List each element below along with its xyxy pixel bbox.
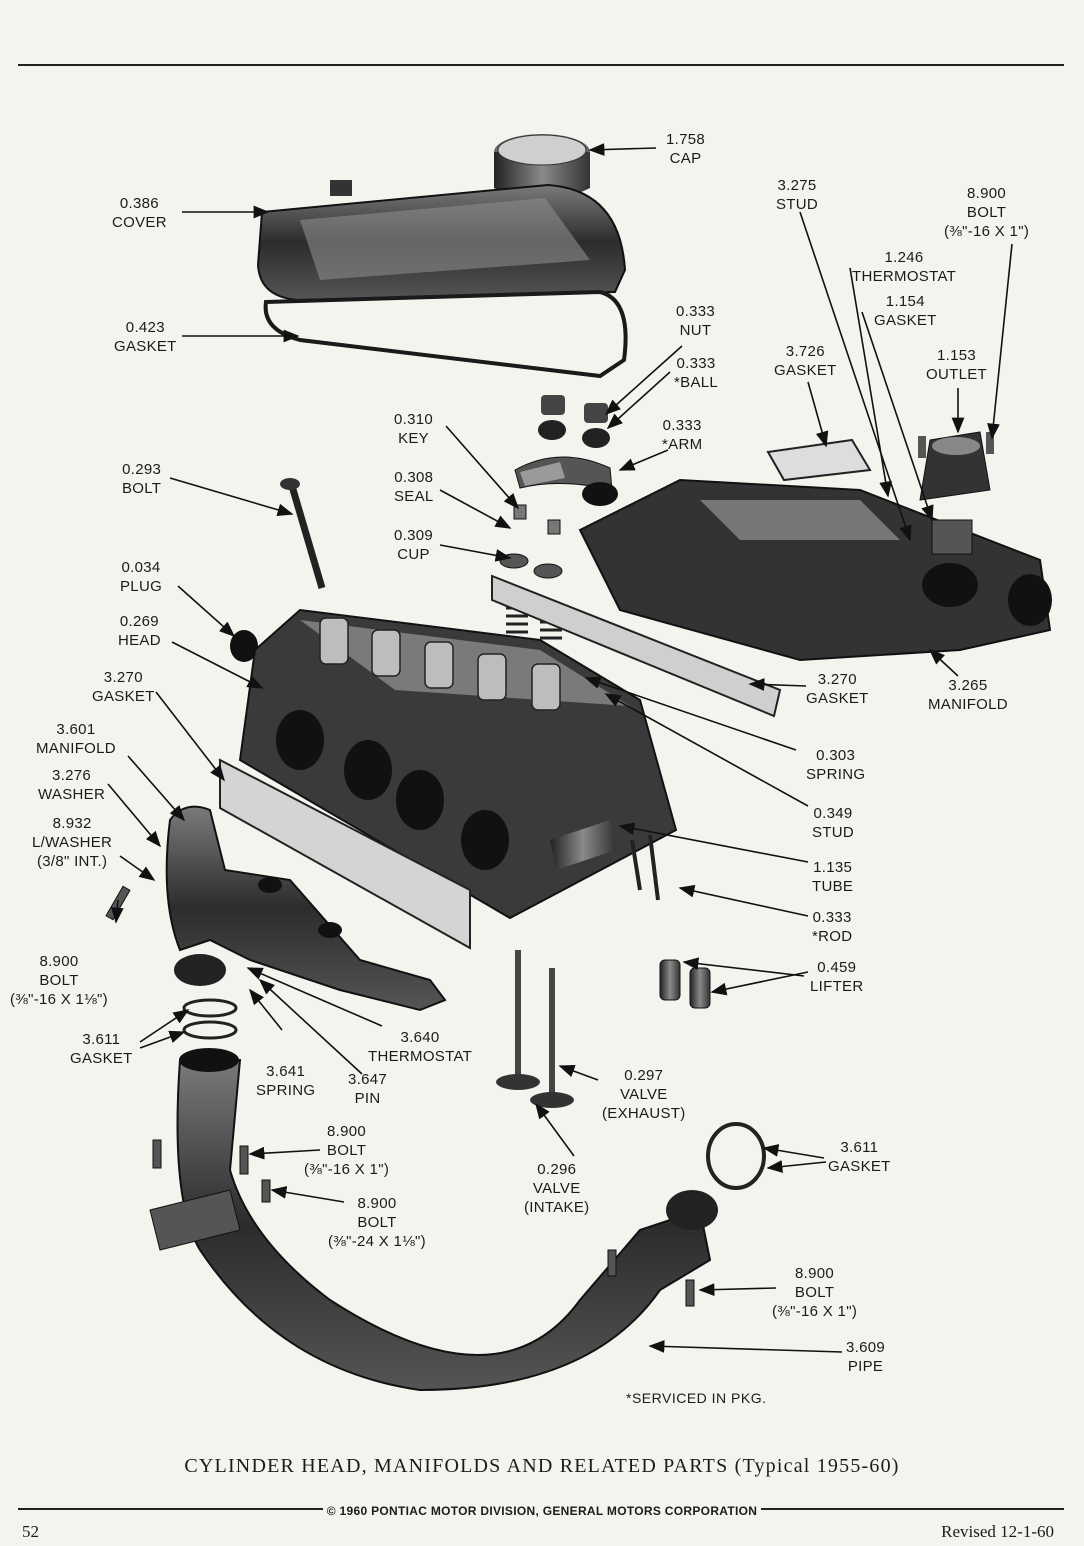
cylinder-head-part xyxy=(238,608,678,920)
head-gasket-left-part xyxy=(219,758,471,950)
ring-gaskets-left xyxy=(182,998,238,1040)
copyright-text: © 1960 PONTIAC MOTOR DIVISION, GENERAL M… xyxy=(322,1504,762,1518)
top-rule xyxy=(18,64,1064,66)
cover-gasket-part xyxy=(263,289,628,379)
copyright-notice: © 1960 PONTIAC MOTOR DIVISION, GENERAL M… xyxy=(0,1500,1084,1519)
head-gasket-right-part xyxy=(491,574,782,718)
thermostat-outlet-part xyxy=(918,431,994,501)
diagram-caption: CYLINDER HEAD, MANIFOLDS AND RELATED PAR… xyxy=(184,1455,900,1477)
valves-part xyxy=(496,950,574,1108)
exhaust-manifold-part xyxy=(165,805,447,1012)
head-bolt-part xyxy=(280,478,326,589)
intake-manifold-part xyxy=(578,478,1052,662)
valve-cover-part xyxy=(256,180,627,302)
label-arm: 0.333*ARM xyxy=(662,417,703,453)
revised-date: Revised 12-1-60 xyxy=(941,1522,1054,1541)
rocker-parts xyxy=(499,395,618,579)
page-number: 52 xyxy=(22,1522,39,1541)
serviced-footnote: *SERVICED IN PKG. xyxy=(626,1390,767,1406)
small-bolts xyxy=(105,885,695,1307)
carb-gasket-part xyxy=(766,438,872,482)
leader-lines xyxy=(107,143,1013,1353)
plug-part xyxy=(230,630,258,662)
ring-gasket-right xyxy=(706,1122,766,1190)
lifters-part xyxy=(659,959,711,1009)
label-ball: 0.333*BALL xyxy=(674,355,719,391)
label-rod: 0.333*ROD xyxy=(812,909,853,945)
crossover-pipe-part xyxy=(149,1048,718,1392)
